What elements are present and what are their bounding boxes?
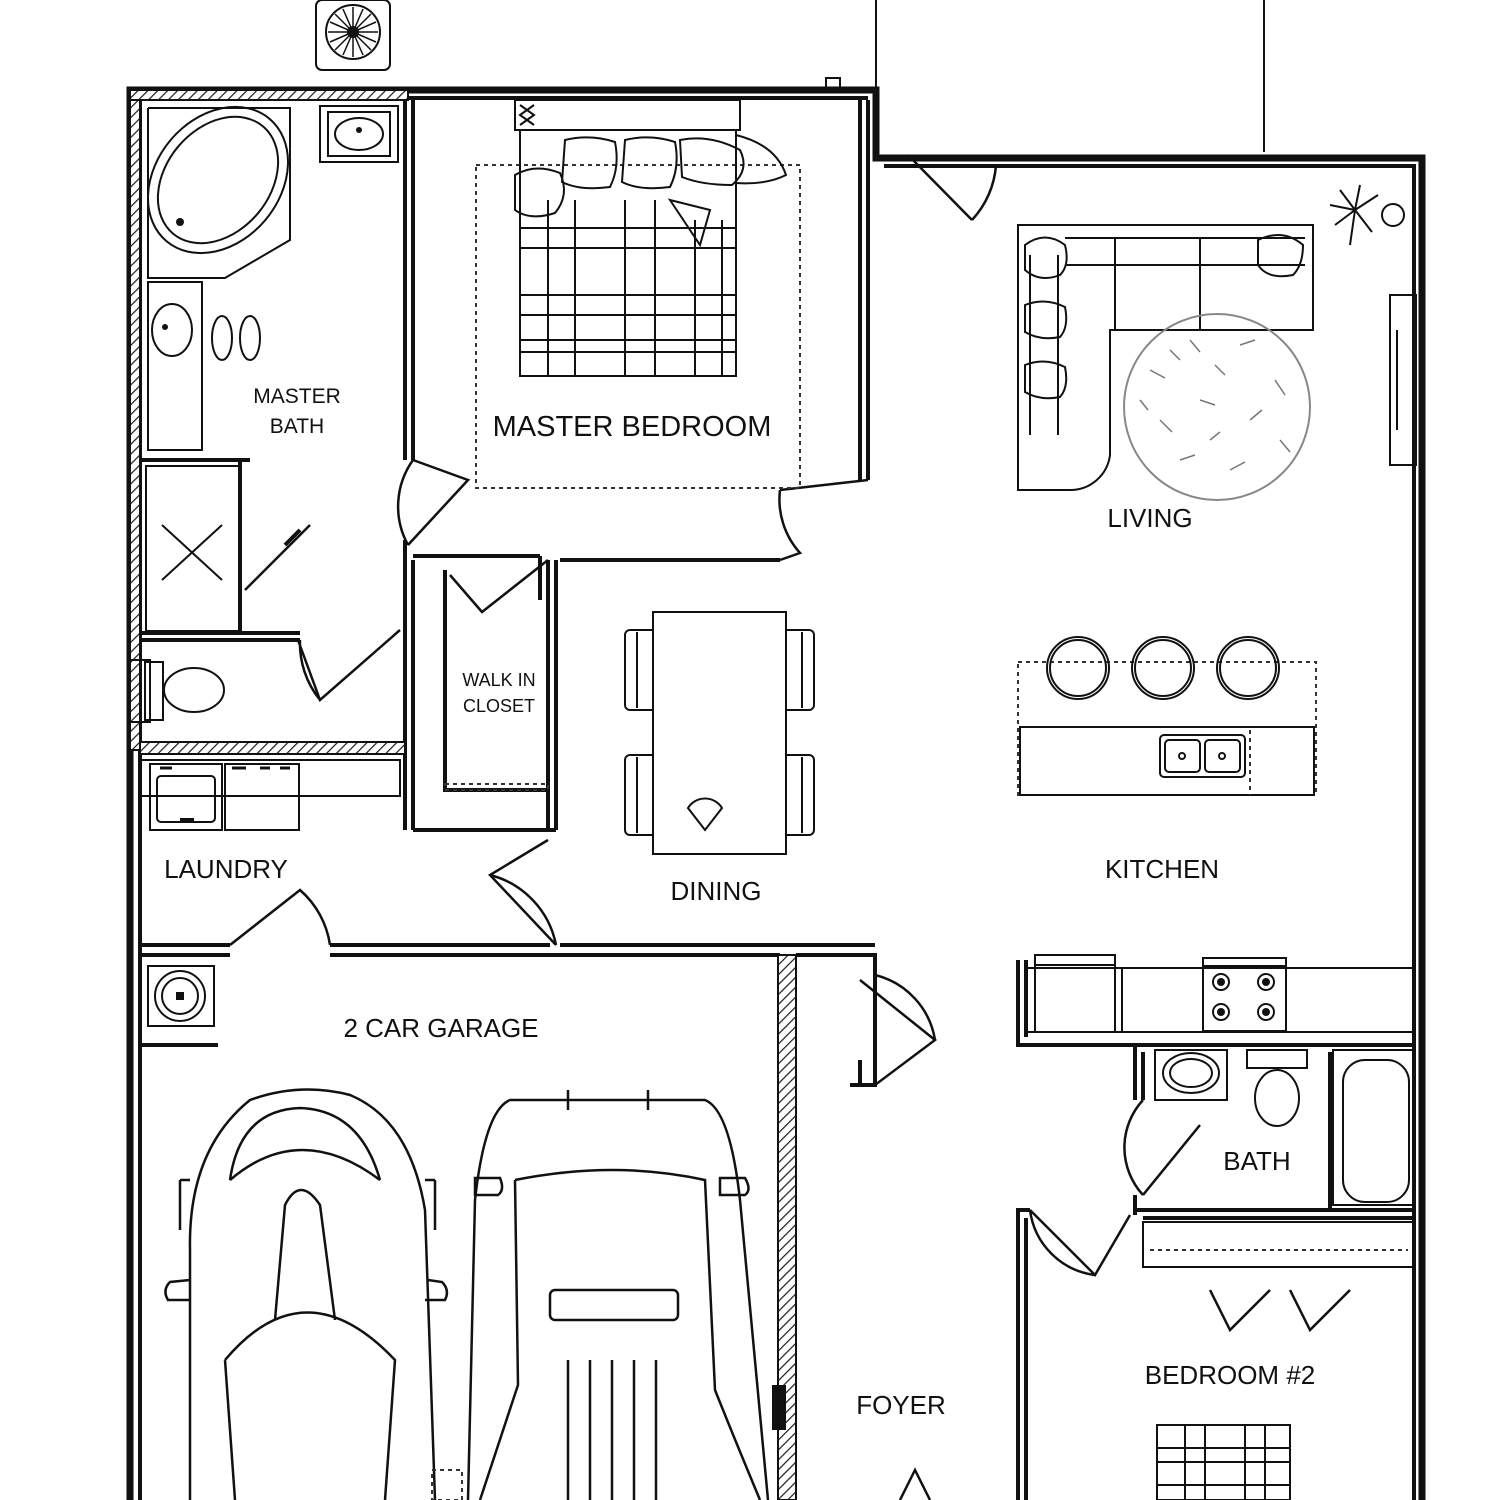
fan-icon	[315, 0, 391, 71]
toilet-icon	[127, 659, 225, 723]
sofa-icon	[1017, 224, 1314, 492]
rug-icon	[1123, 313, 1311, 501]
stool-icon	[1046, 636, 1280, 700]
slippers-icon	[211, 315, 261, 361]
bathtub-icon	[146, 105, 291, 279]
shower-icon	[145, 465, 241, 632]
car-icon	[164, 1088, 449, 1500]
bed-icon	[514, 99, 788, 377]
bed-icon	[1156, 1424, 1291, 1500]
closet-shelf	[1142, 1221, 1414, 1268]
room-labels: MASTER BATH MASTER BEDROOM LIVING WALK I…	[164, 385, 1315, 1420]
kitchen-island	[1019, 726, 1315, 796]
label-master-bath-2: BATH	[270, 415, 324, 438]
bedroom-rug	[475, 164, 801, 489]
car-icon	[466, 1090, 770, 1500]
exterior-walls	[126, 77, 1426, 1500]
label-foyer: FOYER	[856, 1390, 946, 1420]
label-laundry: LAUNDRY	[164, 854, 288, 884]
sink-icon	[147, 281, 203, 451]
label-kitchen: KITCHEN	[1105, 854, 1219, 884]
water-heater-icon	[147, 965, 215, 1027]
doors	[229, 154, 1351, 1500]
toilet-icon	[1246, 1049, 1308, 1127]
dining-table-icon	[624, 611, 815, 855]
label-garage: 2 CAR GARAGE	[343, 1013, 538, 1043]
plant-icon	[1329, 184, 1405, 246]
label-bath: BATH	[1223, 1146, 1290, 1176]
sink-icon	[1154, 1049, 1228, 1101]
bathtub-icon	[1332, 1049, 1414, 1206]
sink-icon	[319, 105, 399, 163]
label-living: LIVING	[1107, 503, 1192, 533]
label-master-bath-1: MASTER	[253, 385, 341, 408]
label-dining: DINING	[671, 876, 762, 906]
window	[1389, 294, 1417, 466]
stove-icon	[1202, 957, 1287, 1032]
garage-step	[431, 1469, 463, 1500]
washer-icon	[139, 759, 401, 831]
label-bedroom-2: BEDROOM #2	[1145, 1360, 1316, 1390]
label-master-bedroom: MASTER BEDROOM	[493, 411, 772, 443]
label-walk-in-closet-1: WALK IN	[462, 670, 535, 690]
label-walk-in-closet-2: CLOSET	[463, 696, 535, 716]
vent	[825, 77, 841, 91]
